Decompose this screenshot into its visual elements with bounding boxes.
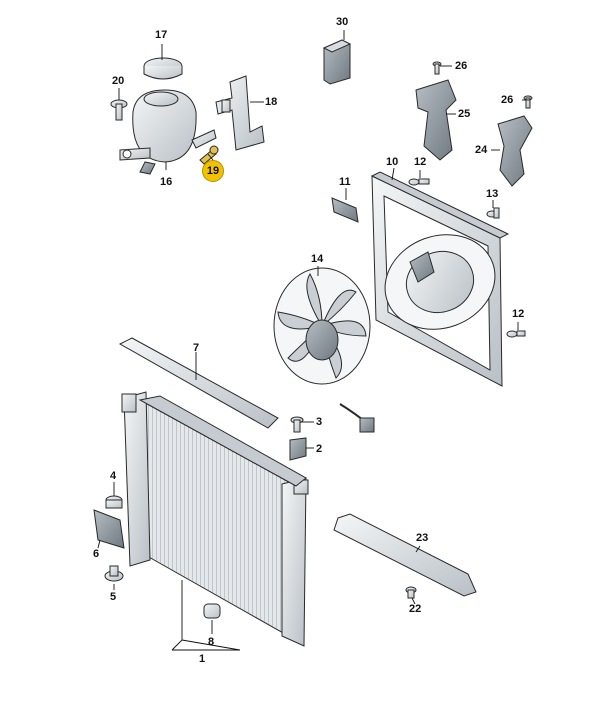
callout-7: 7: [193, 342, 200, 354]
callout-2: 2: [316, 443, 323, 455]
screw-20-part: [110, 99, 128, 121]
radiator-part: [121, 391, 309, 647]
callout-8: 8: [208, 636, 215, 648]
callout-26b: 26: [501, 94, 514, 106]
screw-22-part: [405, 586, 417, 599]
clip-5-part: [104, 565, 124, 582]
callout-10: 10: [386, 156, 399, 168]
callout-5: 5: [110, 591, 117, 603]
screw-26a-part: [432, 61, 442, 75]
bracket-23-part: [333, 513, 477, 597]
callout-4: 4: [110, 470, 117, 482]
reservoir-cap-part: [143, 57, 183, 80]
screw-26b-part: [523, 95, 533, 109]
callout-24: 24: [475, 144, 488, 156]
callout-12b: 12: [512, 308, 525, 320]
callout-3: 3: [316, 416, 323, 428]
callout-26a: 26: [455, 60, 468, 72]
screw-12b-part: [506, 330, 526, 338]
air-guide-25-part: [415, 79, 457, 161]
screw-13-part: [486, 207, 500, 219]
bolt-19-part: [199, 145, 219, 165]
callout-13: 13: [486, 188, 499, 200]
leader-lines: [97, 30, 530, 651]
callout-14: 14: [311, 253, 324, 265]
expansion-tank-part: [119, 89, 217, 175]
air-guide-24-part: [497, 115, 533, 187]
seal-11-part: [331, 197, 359, 223]
fan-shroud-part: [370, 171, 510, 387]
callout-23: 23: [416, 532, 429, 544]
callout-17: 17: [155, 29, 168, 41]
bracket-6-part: [93, 509, 125, 549]
callout-18: 18: [265, 96, 278, 108]
callout-1: 1: [199, 653, 206, 665]
callout-16: 16: [160, 176, 173, 188]
seal-strip-7-part: [118, 337, 279, 429]
bracket-18-part: [215, 75, 265, 151]
screw-3-part: [290, 416, 304, 433]
callout-12a: 12: [414, 156, 427, 168]
mount-4-part: [105, 495, 123, 509]
callout-6: 6: [93, 548, 100, 560]
callout-19: 19: [202, 160, 224, 182]
callout-20: 20: [112, 75, 125, 87]
callout-11: 11: [339, 176, 351, 188]
callout-30: 30: [336, 16, 349, 28]
mount-8-part: [203, 603, 221, 619]
callout-22: 22: [409, 603, 422, 615]
module-30-part: [322, 39, 352, 85]
screw-12a-part: [408, 178, 430, 186]
callout-25: 25: [458, 108, 471, 120]
fan-14-part: [273, 267, 375, 433]
mount-2-part: [289, 437, 307, 461]
